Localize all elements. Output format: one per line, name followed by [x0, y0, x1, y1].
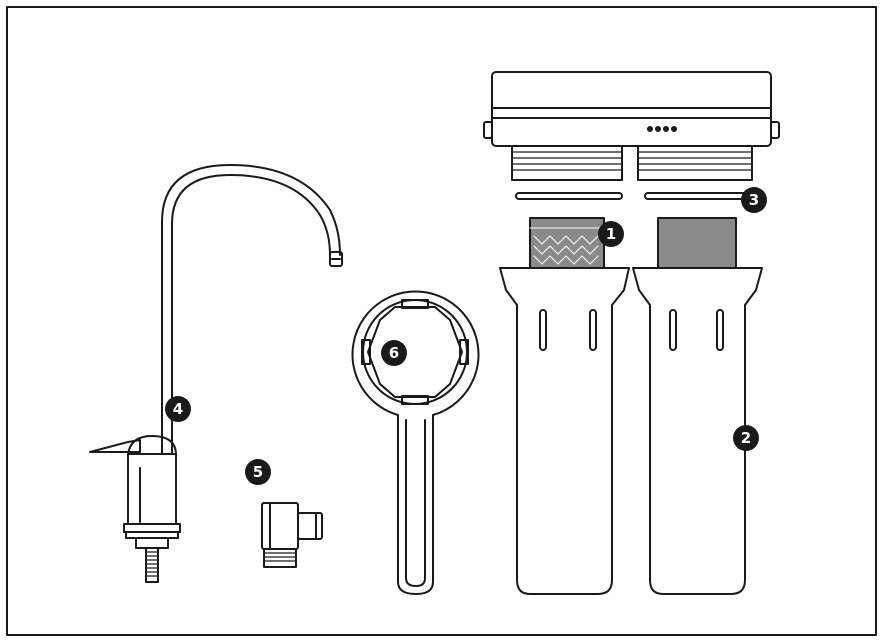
- filter-housings: [499, 267, 763, 595]
- filter-head: [483, 71, 780, 181]
- mesh-cartridge: [529, 217, 605, 275]
- faucet: [89, 164, 343, 583]
- callout-6-housing-wrench: 6: [381, 340, 407, 366]
- callout-5-valve: 5: [245, 459, 271, 485]
- valve: [261, 502, 323, 568]
- housing-windows: [539, 309, 724, 351]
- diagram-frame: [6, 6, 877, 636]
- solid-cartridge: [657, 217, 737, 275]
- callout-1-inline-filter: 1: [598, 221, 624, 247]
- callout-2-filter-housing: 2: [733, 425, 759, 451]
- callout-3-o-ring: 3: [741, 187, 767, 213]
- callout-4-faucet: 4: [165, 396, 191, 422]
- housing-wrench: [351, 290, 480, 595]
- o-rings: [515, 192, 752, 200]
